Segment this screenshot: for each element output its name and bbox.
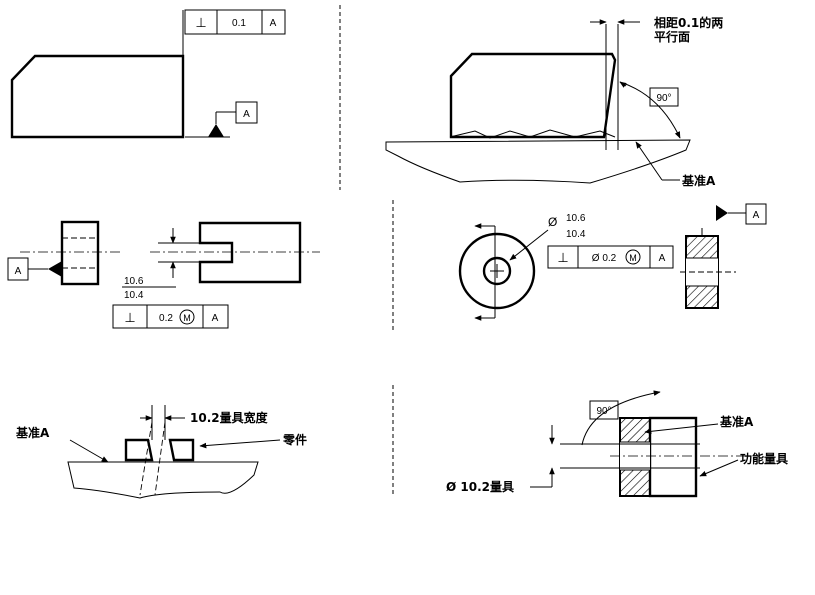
part-outline-2 [449,52,617,139]
datum-symbol-2: A [7,257,62,281]
panel-functional-gauge: Ø 10.2量具 90° 基准A 功能量具 [446,390,788,498]
datum-1-label: A [243,109,250,120]
datum-surface-plate [385,139,691,184]
feature-control-frame-2: ⊥ 0.2 M A [112,304,229,329]
panel-width-gauge: 10.2量具宽度 零件 基准A [15,405,307,499]
angle-90-label-2: 90° [596,406,611,417]
hole-section-view [680,228,736,309]
datum-3-label: A [753,210,760,221]
panel-parallel-planes: 相距0.1的两 平行面 90° 基准A [385,15,723,188]
fcf1-symbol: ⊥ [195,15,206,30]
angle-90-label: 90° [656,93,671,104]
panel-hole-part: Ø 10.6 10.4 ⊥ Ø 0.2 M A A [458,203,767,321]
parallel-planes-line1: 相距0.1的两 [654,15,723,30]
fcf1-tolerance: 0.1 [232,18,246,29]
datum-2-label: A [15,266,22,277]
fcf3-datum: A [659,253,666,264]
fcf3-symbol: ⊥ [557,250,568,265]
part-outline [10,54,185,139]
part-label: 零件 [282,432,307,447]
quadrant-separators [339,5,394,495]
fcf3-modifier: M [629,253,637,263]
hole-dim-min: 10.4 [566,229,586,240]
fcf2-tolerance: 0.2 [159,313,173,324]
dia-gauge-label: Ø 10.2量具 [446,480,514,494]
fcf2-datum: A [212,313,219,324]
hole-dia-symbol: Ø [548,215,557,229]
fcf1-datum: A [270,18,277,29]
gauge-width-label: 10.2量具宽度 [190,410,269,425]
feature-control-frame-3: ⊥ Ø 0.2 M A [547,245,674,269]
fcf2-symbol: ⊥ [124,310,135,325]
datum-symbol-3: A [716,203,767,225]
datum-a-label-1: 基准A [681,173,716,188]
datum-a-label-2: 基准A [15,425,50,440]
slot-dim-min: 10.4 [124,290,144,301]
functional-gauge-label: 功能量具 [740,451,788,466]
panel-slot-gauge: A 10.6 10.4 ⊥ 0.2 M A [7,220,320,329]
hole-dim-max: 10.6 [566,213,586,224]
panel-part-drawing: ⊥ 0.1 A A [10,9,286,139]
datum-symbol-1: A [182,101,258,138]
fcf3-tolerance: Ø 0.2 [592,253,617,264]
datum-a-label-3: 基准A [719,414,754,429]
parallel-planes-line2: 平行面 [654,29,690,44]
feature-control-frame-1: ⊥ 0.1 A [184,9,286,35]
fcf2-modifier: M [183,313,191,323]
slot-dim-max: 10.6 [124,276,144,287]
